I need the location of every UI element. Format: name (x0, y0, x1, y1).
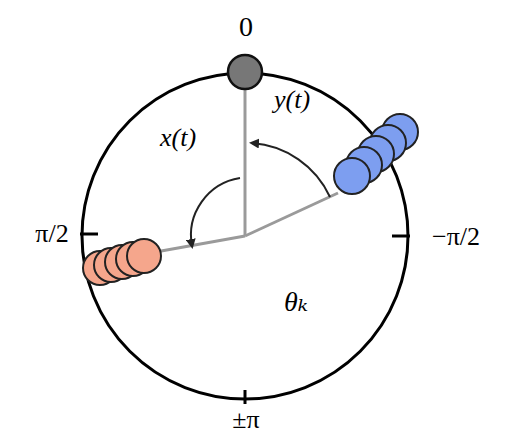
angle-label: ±π (232, 407, 259, 433)
variable-label: θₖ (284, 288, 308, 316)
tick-mark (244, 390, 247, 404)
angle-arc (191, 178, 240, 246)
angle-arc (252, 143, 330, 197)
phase-line (245, 193, 338, 236)
variable-label: x(t) (160, 125, 196, 151)
phase-circle (82, 73, 408, 399)
angle-label: 0 (239, 13, 253, 41)
reference-line (244, 90, 247, 236)
reference-oscillator (228, 55, 262, 89)
tick-mark (392, 235, 410, 238)
variable-label: y(t) (274, 87, 310, 113)
red-oscillator-stack (83, 239, 161, 285)
angle-label: −π/2 (432, 224, 480, 250)
blue-oscillator-stack (334, 114, 418, 194)
angle-label: π/2 (35, 221, 68, 247)
phase-line (150, 236, 245, 253)
tick-mark (80, 233, 98, 236)
